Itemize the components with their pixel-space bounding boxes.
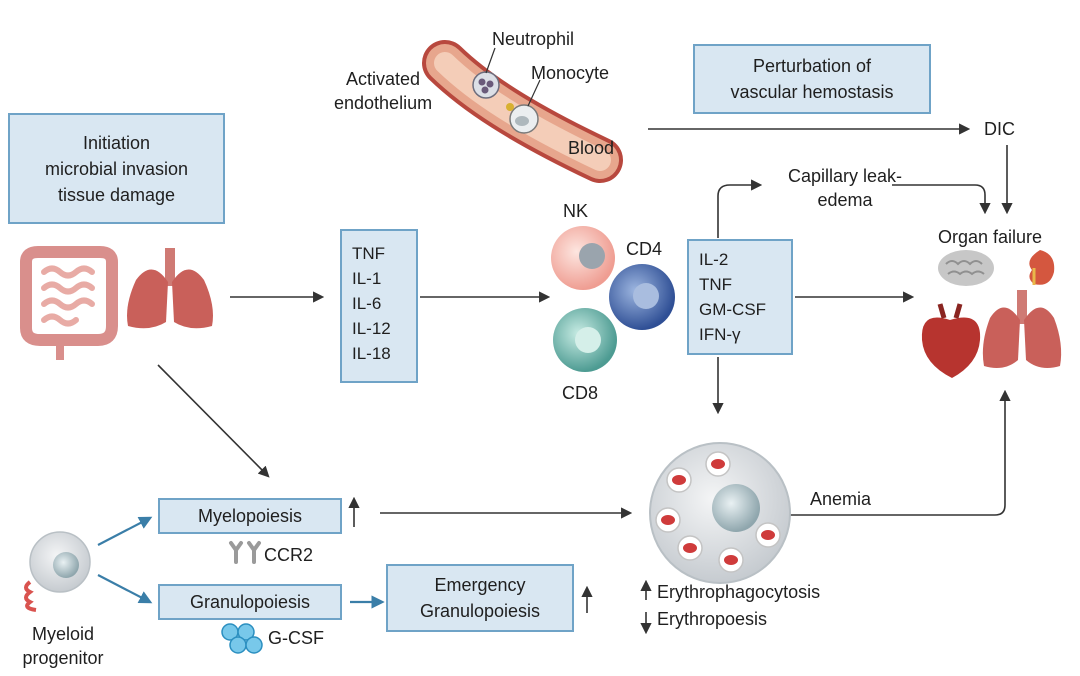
- myelopoiesis-box: Myelopoiesis: [158, 498, 342, 534]
- arrow-capillary-leak-to-organ-failure: [892, 184, 991, 215]
- intestine-icon: [20, 246, 118, 360]
- neutrophil-icon: [472, 71, 500, 99]
- arrow-progenitor-to-myelopoiesis: [97, 516, 153, 546]
- myeloid-progenitor-label: Myeloid progenitor: [4, 622, 122, 670]
- cytokine-tnf: TNF: [352, 244, 386, 263]
- perturbation-line-1: Perturbation of: [752, 56, 872, 76]
- blue-arrows: [97, 516, 385, 609]
- brain-icon: [938, 250, 994, 286]
- capillary-leak-line-1: Capillary leak-: [787, 166, 903, 186]
- perturbation-line-2: vascular hemostasis: [730, 82, 894, 102]
- arrows: [157, 123, 1013, 635]
- emergency-granulopoiesis-box: Emergency Granulopoiesis: [386, 564, 574, 632]
- erythrophagocytosis-label: Erythrophagocytosis: [657, 582, 821, 602]
- cd4-label: CD4: [626, 239, 663, 259]
- cytokine-il18: IL-18: [352, 344, 391, 363]
- ccr2-receptor-icon: [229, 541, 261, 564]
- organ-failure-label: Organ failure: [938, 227, 1043, 247]
- activated-endothelium-line-1: Activated: [346, 69, 421, 89]
- cytokine-il6: IL-6: [352, 294, 382, 313]
- organ-failure-icons: [921, 250, 1062, 378]
- myeloid-progenitor-line-1: Myeloid: [31, 624, 95, 644]
- arrow-to-capillary-leak: [717, 179, 763, 238]
- emergency-line-2: Granulopoiesis: [419, 601, 541, 621]
- lungs-right-icon: [982, 307, 1020, 368]
- lymphocytes: [551, 226, 675, 372]
- myelopoiesis-label: Myelopoiesis: [197, 506, 303, 526]
- cytokine-ifng: IFN-γ: [699, 325, 741, 344]
- granulopoiesis-box: Granulopoiesis: [158, 584, 342, 620]
- arrow-progenitor-to-granulopoiesis: [97, 574, 153, 604]
- ccr2-label: CCR2: [264, 545, 314, 565]
- emergency-line-1: Emergency: [434, 575, 526, 595]
- initiation-line-2: microbial invasion: [44, 158, 189, 179]
- myeloid-progenitor-icon: [24, 531, 91, 612]
- cytokine-box-2: IL-2 TNF GM-CSF IFN-γ: [687, 239, 793, 355]
- heart-icon: [921, 317, 981, 378]
- neutrophil-label: Neutrophil: [492, 29, 575, 49]
- initiation-line-3: tissue damage: [57, 184, 176, 205]
- erythropoesis-label: Erythropoesis: [657, 609, 768, 629]
- initiation-line-1: Initiation: [82, 132, 151, 153]
- dic-label: DIC: [984, 119, 1015, 139]
- perturbation-box: Perturbation of vascular hemostasis: [693, 44, 931, 114]
- cd8-label: CD8: [562, 383, 599, 403]
- kidney-icon: [1029, 250, 1055, 285]
- activated-endothelium-label: Activated endothelium: [334, 67, 432, 115]
- cytokine-gmcsf: GM-CSF: [699, 300, 767, 319]
- cytokine-il2: IL-2: [699, 250, 729, 269]
- cytokine-il12: IL-12: [352, 319, 391, 338]
- gcsf-label: G-CSF: [268, 628, 324, 648]
- capillary-leak-line-2: edema: [817, 190, 873, 210]
- blood-label: Blood: [568, 138, 615, 158]
- cytokine-tnf-2: TNF: [699, 275, 733, 294]
- myeloid-progenitor-line-2: progenitor: [22, 648, 104, 668]
- cytokine-box-1: TNF IL-1 IL-6 IL-12 IL-18: [340, 229, 418, 383]
- macrophage-icon: [649, 442, 791, 584]
- cytokine-il1: IL-1: [352, 269, 382, 288]
- granulopoiesis-label: Granulopoiesis: [189, 592, 311, 612]
- capillary-leak-label: Capillary leak- edema: [772, 164, 918, 212]
- monocyte-label: Monocyte: [531, 63, 610, 83]
- lungs-icon: [127, 248, 213, 329]
- activated-endothelium-line-2: endothelium: [334, 93, 433, 113]
- anemia-label: Anemia: [810, 489, 872, 509]
- arrow-anemia-to-organ-failure: [790, 389, 1011, 516]
- arrow-gut-to-myelopoiesis: [157, 364, 270, 478]
- nk-label: NK: [563, 201, 589, 221]
- blood-vessel-icon: [422, 40, 623, 183]
- gcsf-molecule-icon: [221, 623, 263, 654]
- initiation-box: Initiation microbial invasion tissue dam…: [8, 113, 225, 224]
